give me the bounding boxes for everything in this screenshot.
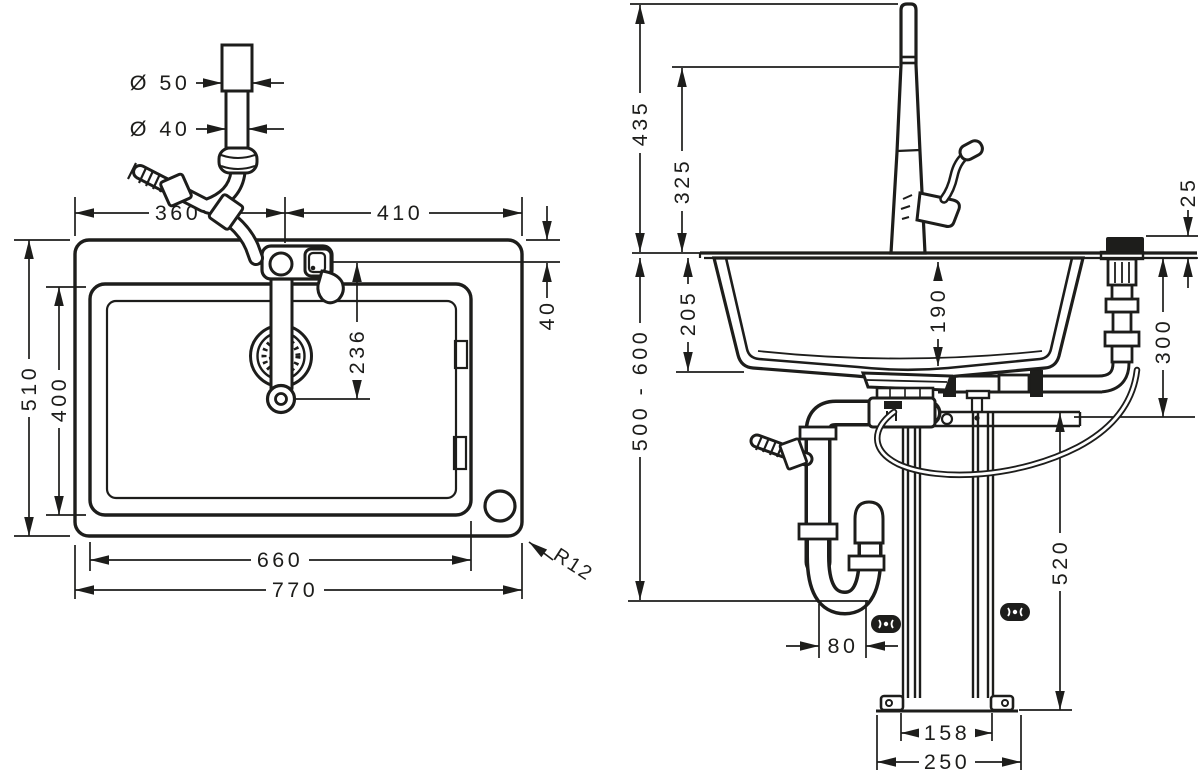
drain-control-knob-top	[483, 489, 517, 523]
faucet-body	[889, 2, 927, 255]
faucet-side	[889, 2, 984, 255]
frame-screw	[940, 412, 954, 426]
dim-325: 325	[670, 158, 694, 204]
dishwasher-spigot	[749, 433, 814, 471]
dim-300: 300	[1151, 318, 1175, 364]
dim-250: 250	[924, 750, 970, 774]
top-view-dimensions: Ø 50 Ø 40 360 410 510 400 40 236 660 770…	[14, 71, 597, 602]
sink-bowl-side	[711, 256, 1086, 381]
dim-drain-pipe-outer: Ø 50	[130, 71, 191, 95]
dim-400: 400	[47, 376, 71, 422]
top-view: Ø 50 Ø 40 360 410 510 400 40 236 660 770…	[14, 43, 597, 602]
drain-hose-assembly-top	[127, 43, 264, 266]
hose-clips	[871, 603, 1030, 633]
dim-770: 770	[272, 578, 318, 602]
waste-trap	[749, 399, 942, 616]
dim-510: 510	[17, 365, 41, 411]
drain-control-stack	[1099, 237, 1145, 364]
faucet-handle-mount	[915, 191, 961, 228]
dim-410: 410	[377, 201, 423, 225]
overflow-slot	[453, 339, 469, 370]
dim-corner-radius: R12	[549, 544, 597, 586]
sink-outline-top	[73, 238, 524, 538]
dim-236: 236	[345, 328, 369, 374]
dim-660: 660	[257, 548, 303, 572]
dim-drain-pipe-inner: Ø 40	[130, 117, 191, 141]
overflow-pipe	[938, 362, 1131, 412]
side-view: 435 325 500 - 600 205 190 25 300 520 80 …	[628, 2, 1200, 774]
handle-lever-top	[316, 269, 345, 305]
side-view-dimensions: 435 325 500 - 600 205 190 25 300 520 80 …	[628, 3, 1200, 774]
dim-435: 435	[628, 100, 652, 146]
faucet-top	[260, 244, 345, 415]
dim-40: 40	[535, 300, 559, 331]
dim-25: 25	[1176, 177, 1200, 208]
dim-190: 190	[926, 287, 950, 333]
dim-520: 520	[1048, 539, 1072, 585]
dim-500-600: 500 - 600	[628, 329, 652, 451]
dim-80: 80	[828, 634, 859, 658]
spout-outlet-top	[265, 383, 297, 415]
trap-outlet-dome	[853, 500, 885, 545]
dim-205: 205	[676, 290, 700, 336]
worktop	[632, 251, 1197, 260]
tap-hole	[268, 251, 294, 277]
drain-control-knob-side	[1106, 237, 1144, 252]
faucet-spout-top	[269, 264, 294, 394]
pullout-hose	[874, 366, 1141, 479]
dim-158: 158	[924, 721, 970, 745]
clip-slot	[452, 435, 468, 471]
